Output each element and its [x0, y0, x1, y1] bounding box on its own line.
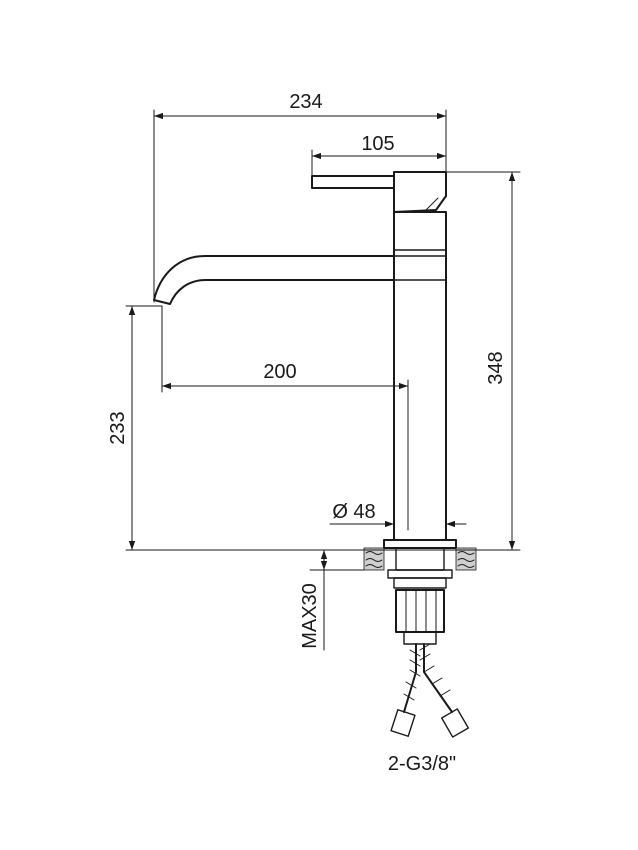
extension-lines — [125, 109, 521, 571]
fixing-shank — [395, 547, 445, 571]
label-hose-connection: 2-G3/8" — [388, 753, 456, 775]
base-collar — [383, 539, 457, 549]
hatch-pattern — [457, 551, 475, 568]
head-detail — [425, 197, 439, 211]
label-handle-length: 105 — [361, 133, 394, 155]
hose-right — [423, 643, 453, 713]
faucet-head — [393, 171, 447, 213]
label-overall-width: 234 — [289, 91, 322, 113]
label-max-deck-thickness: MAX30 — [299, 583, 321, 649]
hose-fitting-right — [441, 708, 469, 738]
hose-left — [403, 643, 417, 713]
hose-braid — [403, 649, 421, 701]
fixing-assembly — [387, 547, 453, 645]
hatch-pattern — [365, 551, 383, 568]
faucet-body — [153, 171, 457, 549]
flexible-hoses — [390, 643, 469, 738]
fixing-plate — [393, 577, 447, 589]
faucet-column — [393, 211, 447, 541]
fixing-rod-base — [403, 631, 437, 645]
dimension-lines — [128, 112, 516, 651]
hose-fitting-left — [390, 709, 416, 737]
dimension-labels: 234 105 200 348 233 Ø 48 MAX30 2-G3/8" — [107, 91, 507, 775]
label-spout-height: 233 — [107, 411, 129, 444]
faucet-spout — [153, 255, 395, 305]
countertop-section — [363, 547, 477, 571]
label-overall-height: 348 — [485, 351, 507, 384]
label-spout-reach: 200 — [263, 361, 296, 383]
hose-braid — [419, 643, 451, 697]
fixing-nut — [395, 589, 445, 633]
label-body-diameter: Ø 48 — [332, 501, 375, 523]
faucet-handle — [311, 175, 395, 189]
fixing-washer — [387, 569, 453, 579]
